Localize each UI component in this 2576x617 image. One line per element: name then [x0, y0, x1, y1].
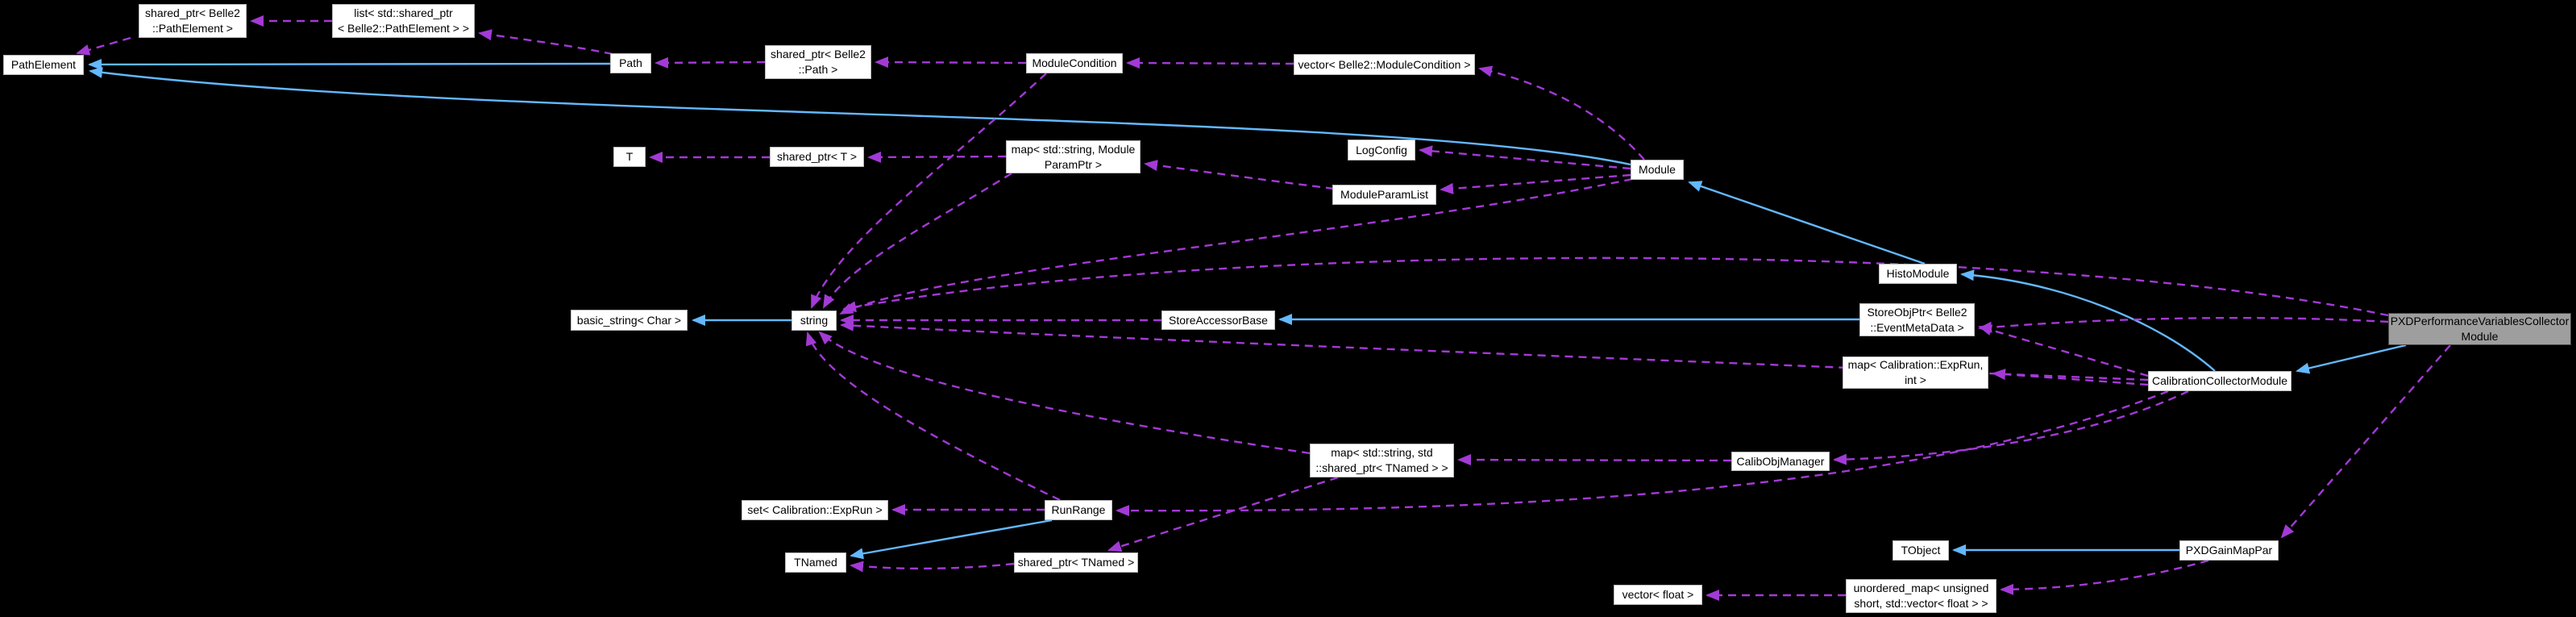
edge-vector-modulecondition-to-modulecondition: [1126, 57, 1294, 69]
edge-pxdperformancevariablescollectormodule-to-calibrationcollectormodule: [2296, 344, 2407, 374]
class-node-runrange[interactable]: RunRange: [1045, 500, 1112, 520]
class-node-map-exprun-int[interactable]: map< Calibration::ExpRun, int >: [1843, 356, 1988, 389]
class-node-shared-ptr-pathelement[interactable]: shared_ptr< Belle2 ::PathElement >: [139, 4, 247, 38]
edge-moduleparamlist-to-map-moduleparamptr: [1144, 160, 1335, 190]
class-node-calibrationcollectormodule[interactable]: CalibrationCollectorModule: [2148, 371, 2291, 391]
class-node-logconfig[interactable]: LogConfig: [1348, 140, 1415, 161]
edge-pxdperformancevariablescollectormodule-to-pxdgainmappar: [2280, 344, 2451, 539]
edge-module-to-logconfig: [1419, 145, 1631, 170]
class-node-vector-modulecondition[interactable]: vector< Belle2::ModuleCondition >: [1294, 54, 1475, 75]
class-node-module[interactable]: Module: [1631, 160, 1684, 180]
class-node-unordered-map-float[interactable]: unordered_map< unsigned short, std::vect…: [1846, 579, 1996, 613]
class-node-calibobjmanager[interactable]: CalibObjManager: [1731, 452, 1830, 471]
edge-path-to-pathelement: [88, 58, 611, 70]
class-node-list-shared-ptr-pathelement[interactable]: list< std::shared_ptr < Belle2::PathElem…: [332, 4, 475, 38]
edge-shared-ptr-tnamed-to-tnamed: [850, 561, 1015, 573]
edge-path-to-list-shared-ptr-pathelement: [478, 29, 613, 56]
class-node-shared-ptr-tnamed[interactable]: shared_ptr< TNamed >: [1014, 552, 1138, 573]
edge-map-moduleparamptr-to-shared-ptr-t: [867, 151, 1007, 163]
edge-shared-ptr-pathelement-to-pathelement: [76, 36, 131, 56]
edge-calibobjmanager-to-map-string-shared-ptr-tnamed: [1457, 454, 1732, 466]
edge-calibrationcollectormodule-to-histomodule: [1960, 269, 2216, 372]
edge-calibrationcollectormodule-to-runrange: [1116, 390, 2169, 517]
edge-module-to-pathelement: [89, 66, 1631, 166]
class-node-string[interactable]: string: [791, 311, 837, 331]
edge-modulecondition-to-shared-ptr-path: [875, 56, 1027, 69]
edge-runrange-to-tnamed: [850, 519, 1053, 560]
class-node-set-exprun[interactable]: set< Calibration::ExpRun >: [742, 500, 888, 520]
edge-calibrationcollectormodule-to-map-exprun-int: [1992, 369, 2149, 386]
class-node-tobject[interactable]: TObject: [1893, 540, 1949, 561]
edge-module-to-string: [839, 177, 1633, 315]
class-node-pxdperformancevariablescollectormodule[interactable]: PXDPerformanceVariablesCollector Module: [2388, 313, 2571, 345]
edge-map-moduleparamptr-to-string: [822, 172, 1012, 309]
edge-calibrationcollectormodule-to-calibobjmanager: [1833, 390, 2189, 465]
class-node-map-moduleparamptr[interactable]: map< std::string, Module ParamPtr >: [1006, 140, 1141, 173]
edge-runrange-to-string: [805, 331, 1061, 502]
class-node-shared-ptr-t[interactable]: shared_ptr< T >: [770, 147, 864, 167]
edge-pxdperformancevariablescollectormodule-to-string: [842, 256, 2389, 317]
class-node-modulecondition[interactable]: ModuleCondition: [1026, 53, 1123, 73]
class-node-map-string-shared-ptr-tnamed[interactable]: map< std::string, std ::shared_ptr< TNam…: [1310, 444, 1454, 477]
class-node-shared-ptr-path[interactable]: shared_ptr< Belle2 ::Path >: [765, 45, 871, 79]
edge-map-string-shared-ptr-tnamed-to-shared-ptr-tnamed: [1107, 476, 1339, 552]
edge-pxdperformancevariablescollectormodule-to-storeobjptr-eventmetadata: [1978, 316, 2389, 333]
edge-modulecondition-to-string: [810, 73, 1047, 309]
edge-histomodule-to-module: [1688, 181, 1926, 265]
edge-map-string-shared-ptr-tnamed-to-string: [818, 331, 1311, 455]
class-node-pathelement[interactable]: PathElement: [3, 55, 84, 75]
class-node-t[interactable]: T: [613, 147, 646, 167]
class-node-tnamed[interactable]: TNamed: [785, 552, 846, 573]
edge-pxdgainmappar-to-unordered-map-float: [2000, 559, 2209, 595]
class-node-path[interactable]: Path: [610, 53, 651, 73]
class-node-storeobjptr-eventmetadata[interactable]: StoreObjPtr< Belle2 ::EventMetaData >: [1859, 303, 1975, 336]
class-node-moduleparamlist[interactable]: ModuleParamList: [1332, 185, 1436, 205]
class-node-basic-string-char[interactable]: basic_string< Char >: [571, 310, 688, 331]
edge-module-to-moduleparamlist: [1440, 173, 1631, 194]
class-node-vector-float[interactable]: vector< float >: [1614, 585, 1702, 605]
class-node-histomodule[interactable]: HistoModule: [1879, 264, 1957, 284]
class-node-storeaccessorbase[interactable]: StoreAccessorBase: [1161, 311, 1275, 330]
edge-calibrationcollectormodule-to-storeobjptr-eventmetadata: [1978, 324, 2149, 377]
edge-shared-ptr-path-to-path: [654, 56, 766, 69]
edge-module-to-vector-modulecondition: [1478, 65, 1645, 161]
class-node-pxdgainmappar[interactable]: PXDGainMapPar: [2179, 540, 2279, 561]
